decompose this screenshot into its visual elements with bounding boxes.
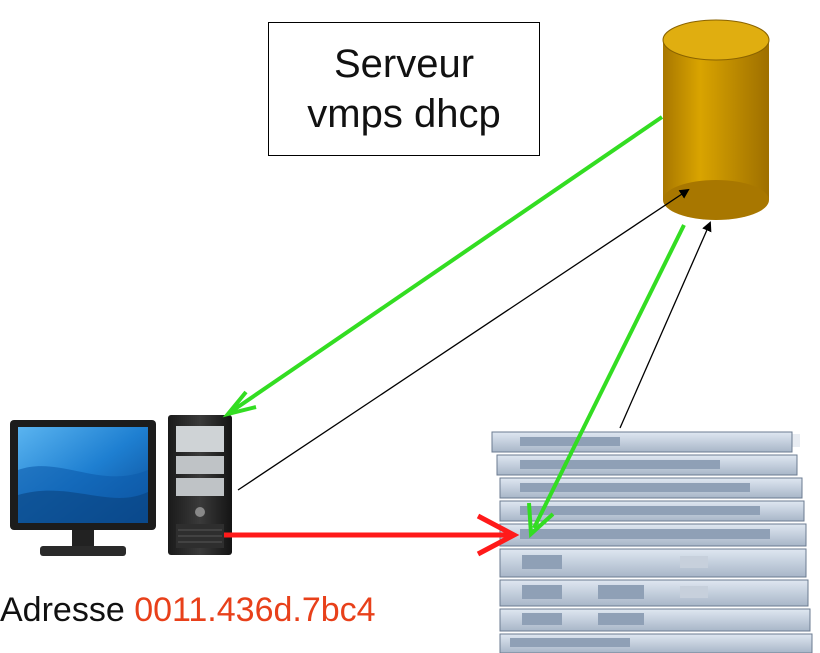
pc-to-server-request-arrow — [237, 188, 690, 491]
server-label-box: Serveur vmps dhcp — [268, 22, 540, 156]
server-label-line1: Serveur — [333, 42, 475, 86]
database-server-icon — [662, 19, 770, 220]
vmps-query-arrow — [619, 221, 712, 429]
monitor-icon — [10, 420, 156, 556]
mac-address-caption: Adresse 0011.436d.7bc4 — [0, 590, 376, 630]
switch-stack-icon — [491, 431, 813, 653]
server-label-line2: vmps dhcp — [307, 92, 501, 136]
tower-icon — [168, 415, 232, 555]
mac-address-label: Adresse — [0, 591, 125, 629]
dhcp-reply-to-pc-arrow — [222, 115, 664, 418]
desktop-computer-icon — [10, 415, 232, 556]
mac-address-value: 0011.436d.7bc4 — [134, 591, 376, 629]
pc-to-switch-traffic-arrow — [224, 513, 520, 557]
dhcp-reply-to-switch-arrow — [527, 224, 686, 539]
